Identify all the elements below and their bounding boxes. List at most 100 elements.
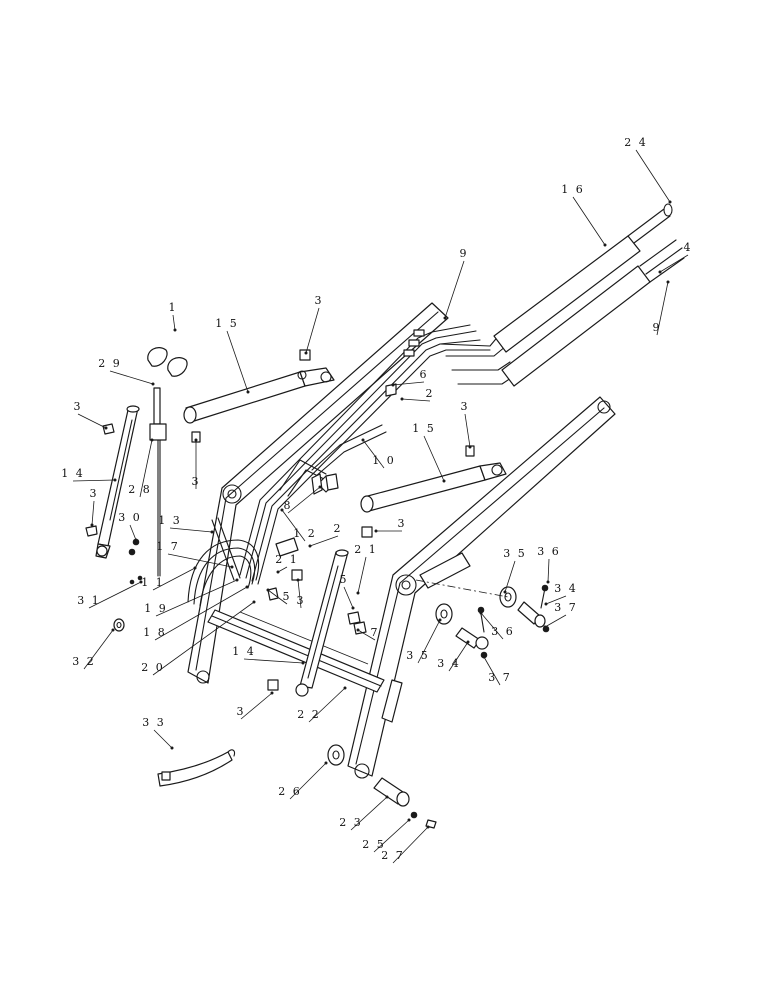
callout-label: 2 1 — [354, 543, 378, 556]
callout-c24: 2 4 — [624, 136, 672, 204]
leader-line — [401, 398, 431, 402]
callout-label: 3 0 — [118, 511, 142, 524]
callout-label: 3 — [192, 475, 201, 488]
leader-line — [88, 581, 142, 609]
callout-label: 4 — [684, 241, 693, 254]
callout-c3a: 3 — [304, 294, 324, 355]
callout-label: 3 4 — [437, 657, 461, 670]
leader-arrow — [385, 795, 389, 799]
callout-c27: 2 7 — [381, 825, 430, 864]
leader-arrow — [503, 590, 507, 594]
tube-assembly — [493, 203, 685, 387]
callout-c35b: 3 5 — [406, 618, 442, 664]
callout-c21b: 2 1 — [354, 543, 378, 595]
leader-line — [343, 586, 354, 609]
callout-c26: 2 6 — [278, 761, 328, 800]
callout-label: 7 — [371, 626, 380, 639]
leader-line — [544, 614, 567, 628]
callout-c23: 2 3 — [339, 795, 389, 831]
callout-c14b: 1 4 — [232, 645, 305, 665]
callout-c29: 2 9 — [98, 357, 155, 386]
leader-line — [226, 330, 249, 393]
leader-arrow — [111, 628, 115, 632]
strap — [157, 749, 236, 787]
callout-label: 3 4 — [554, 582, 578, 595]
right-boom-arm — [347, 396, 616, 779]
callout-label: 1 1 — [141, 576, 165, 589]
leader-arrow — [252, 600, 256, 604]
callout-label: 3 — [461, 400, 470, 413]
leader-arrow — [468, 445, 472, 449]
leader-line — [172, 314, 176, 331]
leader-arrow — [210, 530, 214, 534]
callout-label: 3 — [74, 400, 83, 413]
leader-arrow — [407, 818, 411, 822]
callout-label: 2 0 — [141, 661, 165, 674]
callout-c3d: 3 — [192, 438, 201, 489]
valve-linkage — [279, 424, 387, 497]
callout-c21a: 2 1 — [275, 553, 297, 574]
leader-arrow — [134, 538, 138, 542]
leader-arrow — [658, 270, 662, 274]
leader-arrow — [546, 580, 550, 584]
callout-label: 3 — [315, 294, 324, 307]
callout-c2b: 2 — [308, 522, 341, 548]
leader-arrow — [151, 382, 155, 386]
callout-label: 3 7 — [488, 671, 512, 684]
callout-label: 1 9 — [144, 602, 168, 615]
callout-c3h: 3 — [237, 691, 274, 720]
leader-arrow — [266, 588, 270, 592]
leader-line — [267, 589, 288, 605]
leader-line — [243, 658, 304, 664]
leader-arrow — [113, 478, 117, 482]
callout-c9b: 9 — [653, 280, 670, 336]
callout-label: 2 8 — [128, 483, 152, 496]
leader-line — [152, 567, 196, 591]
leader-line — [635, 149, 671, 203]
callout-label: 1 2 — [293, 527, 317, 540]
callout-c33: 3 3 — [142, 716, 174, 750]
leader-arrow — [301, 661, 305, 665]
callout-c37a: 3 7 — [543, 601, 578, 629]
leader-arrow — [603, 243, 607, 247]
leader-line — [281, 509, 306, 542]
leader-line — [169, 527, 213, 533]
callout-c1: 1 — [169, 301, 177, 332]
leader-arrow — [90, 523, 94, 527]
leader-arrow — [193, 566, 197, 570]
callout-label: 3 — [297, 594, 306, 607]
upper-cylinder-left — [183, 367, 335, 424]
callout-label: 9 — [460, 247, 469, 260]
callout-label: 3 7 — [554, 601, 578, 614]
callout-c9a: 9 — [443, 247, 469, 320]
callout-c34a: 3 4 — [544, 582, 578, 606]
leader-arrow — [245, 585, 249, 589]
leader-arrow — [400, 397, 404, 401]
leader-arrow — [173, 328, 177, 332]
leader-line — [129, 524, 137, 541]
callout-c32: 3 2 — [72, 628, 115, 670]
callout-label: 2 — [426, 387, 435, 400]
leader-arrow — [270, 691, 274, 695]
center-lift-cylinder — [295, 549, 349, 697]
callout-label: 3 — [237, 705, 246, 718]
leader-line — [504, 560, 516, 593]
left-boom-arm — [187, 302, 449, 684]
leader-line — [153, 729, 173, 749]
leader-line — [109, 370, 154, 385]
leader-line — [154, 586, 248, 641]
leader-line — [656, 281, 669, 336]
callout-c3g: 3 — [296, 578, 306, 609]
callout-c25: 2 5 — [362, 818, 411, 853]
leader-line — [448, 641, 469, 672]
callout-c3b: 3 — [74, 400, 108, 430]
leader-arrow — [443, 316, 447, 320]
callout-label: 2 6 — [278, 785, 302, 798]
leader-arrow — [308, 544, 312, 548]
callout-label: 1 4 — [61, 467, 85, 480]
leader-line — [362, 439, 385, 469]
leader-line — [483, 656, 501, 686]
leader-arrow — [139, 580, 143, 584]
callout-c3f: 3 — [374, 517, 405, 533]
leader-line — [309, 535, 339, 547]
